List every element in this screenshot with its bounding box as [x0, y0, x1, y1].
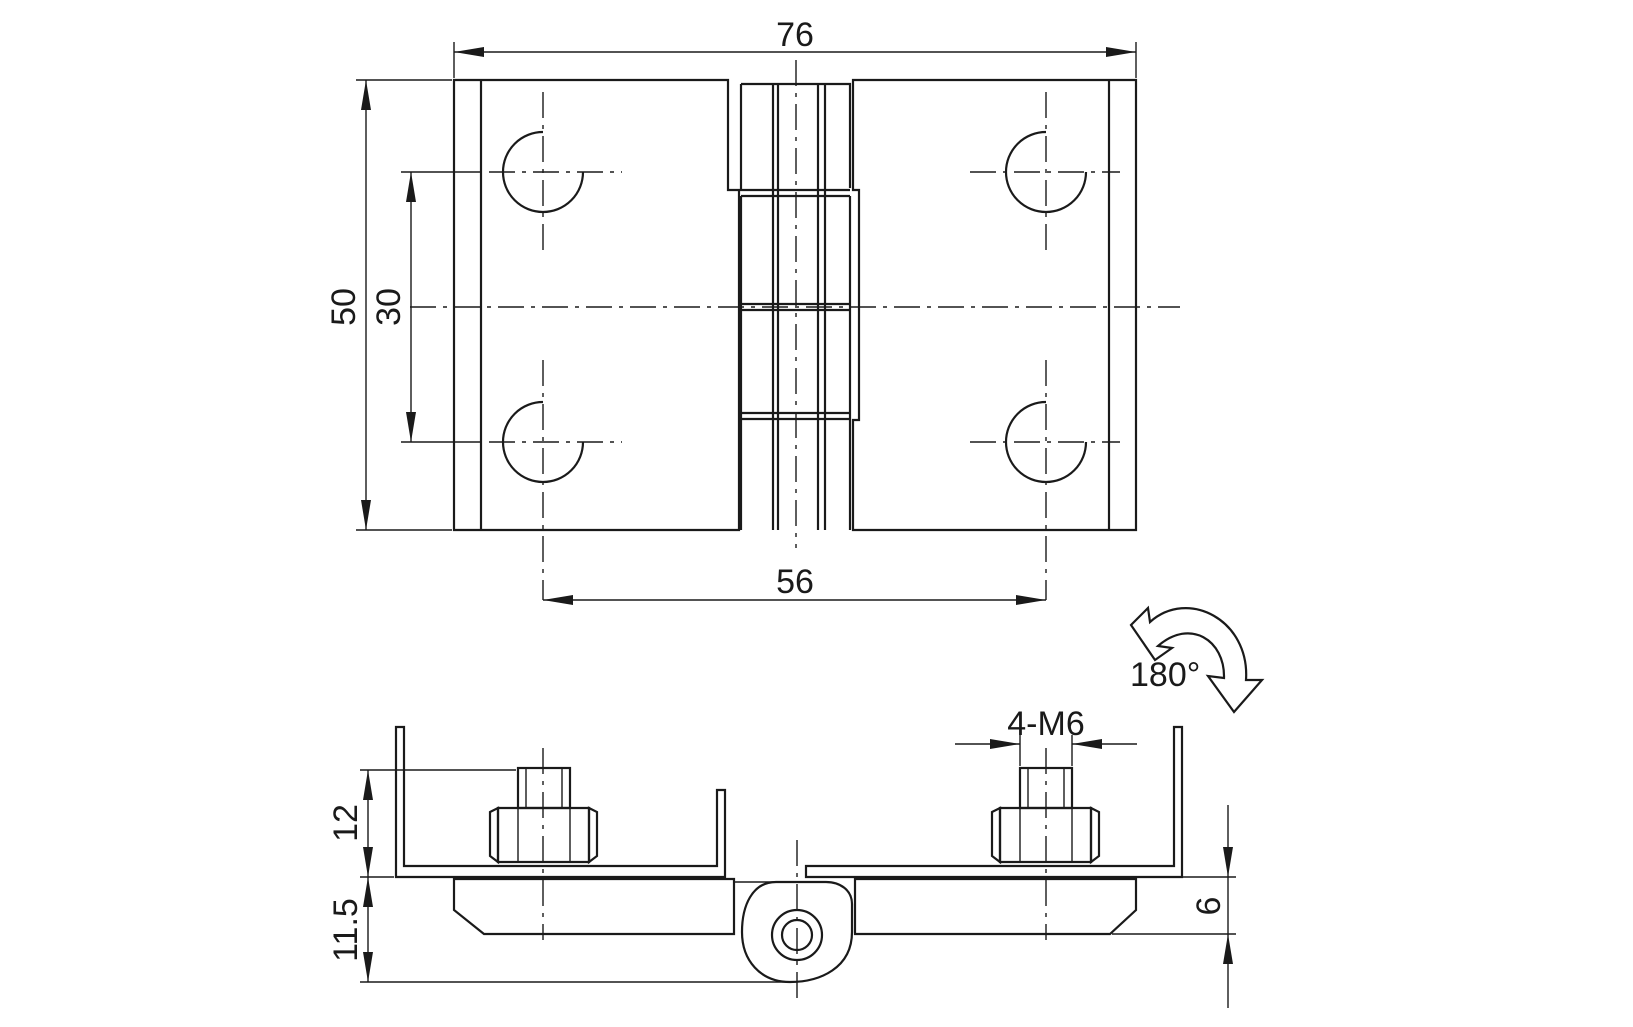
dimension-6: 6	[1112, 805, 1236, 1008]
dimension-50-label: 50	[325, 288, 363, 326]
left-leaf-profile	[394, 725, 727, 879]
dimension-56-label: 56	[776, 563, 814, 601]
right-leaf-profile	[804, 725, 1184, 879]
dimension-6-label: 6	[1190, 897, 1228, 916]
dimension-11-5: 11.5	[327, 877, 790, 983]
left-lower-block	[452, 877, 736, 936]
dimension-50: 50	[325, 79, 452, 531]
dimension-thread: 4-M6	[955, 705, 1137, 766]
hole-bottom-right	[970, 400, 1120, 484]
right-lower-block	[853, 877, 1138, 936]
bolt-left	[488, 748, 599, 940]
right-leaf	[851, 78, 1138, 532]
dimension-30-label: 30	[370, 288, 408, 326]
rotation-symbol: 180°	[1129, 605, 1265, 714]
hinge-pin-knuckle	[734, 840, 854, 1000]
top-view: 76 50 30 56	[325, 16, 1180, 605]
hole-top-left	[489, 92, 622, 252]
dimension-12: 12	[327, 769, 516, 878]
dimension-76: 76	[453, 16, 1137, 78]
dimension-56: 56	[543, 563, 1046, 605]
side-view: 4-M6 12 11.5 6	[327, 705, 1236, 1008]
dimension-12-label: 12	[327, 804, 365, 842]
thread-spec-label: 4-M6	[1007, 705, 1084, 743]
hole-top-right	[970, 92, 1120, 252]
bolt-right	[990, 748, 1101, 940]
dimension-30: 30	[370, 171, 480, 443]
dimension-11-5-label: 11.5	[327, 898, 365, 962]
rotation-angle-label: 180°	[1130, 656, 1200, 694]
hole-bottom-left	[489, 400, 622, 484]
dimension-76-label: 76	[776, 16, 814, 54]
left-leaf	[452, 78, 741, 532]
